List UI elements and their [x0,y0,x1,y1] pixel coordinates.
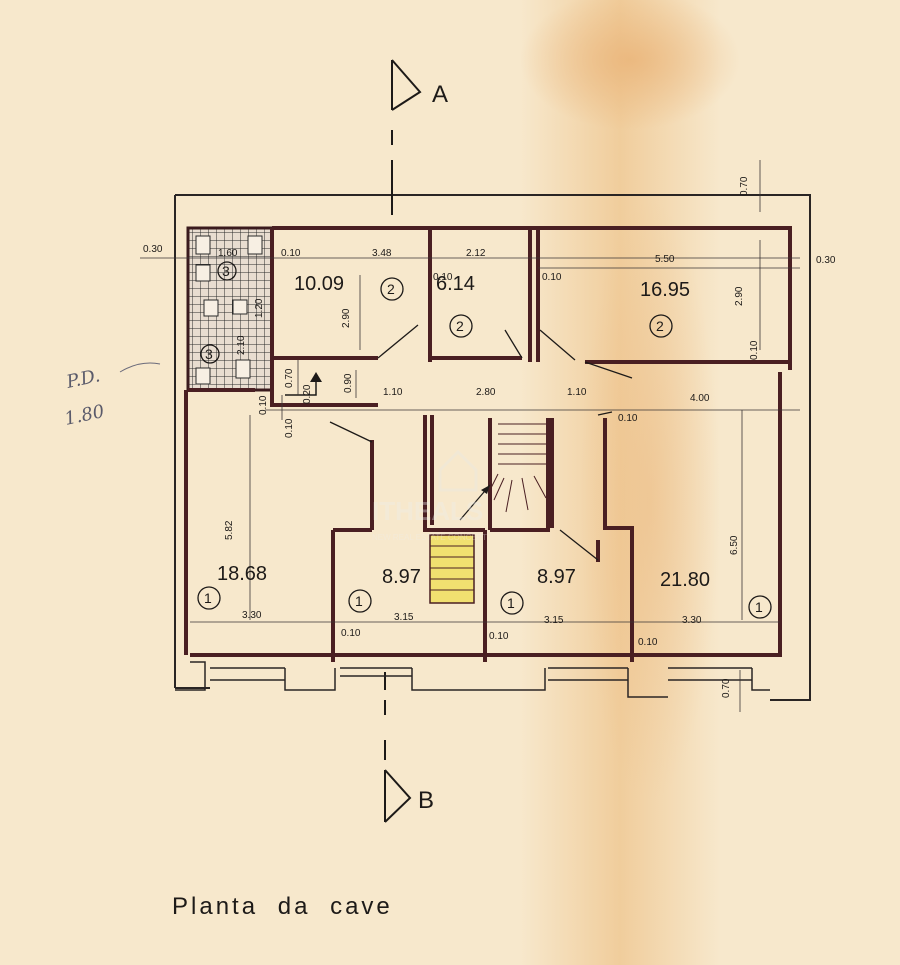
dimension-label: 3.15 [394,612,414,623]
dimension-label: 2.12 [466,248,486,259]
dimension-label: 0.30 [816,255,836,266]
section-line-a [391,59,422,215]
handwritten-stroke [119,362,161,373]
dimension-label: 0.70 [284,368,295,388]
dimension-label: 3.30 [682,615,702,626]
room-area: 18.68 [217,563,267,585]
room-area: 8.97 [382,566,421,588]
room-area: 8.97 [537,566,576,588]
dimension-label: 0.10 [258,395,269,415]
room-code-circles [197,261,772,619]
dimension-labels: 0.10 3.48 0.10 2.12 0.10 5.50 0.30 0.30 … [143,176,836,698]
dimension-label: 1.60 [218,248,238,259]
room-area: 6.14 [436,273,475,295]
dimension-label: 0.10 [618,413,638,424]
room-code: 2 [387,281,395,297]
dimension-label: 2.90 [734,286,745,306]
handwritten-note: P.D. [64,365,102,393]
dimension-label: 0.10 [433,272,453,283]
watermark-subtext: NEW REAL ESTATE CONCEPT [372,533,487,542]
dimension-label: 5.82 [224,520,235,540]
room-code: 2 [656,318,664,334]
room-code: 1 [755,599,763,615]
room-code: 1 [204,590,212,606]
dimension-label: 0.90 [343,373,354,393]
dimension-label: 0.10 [341,628,361,639]
room-code: 3 [222,263,230,279]
walls [184,226,792,662]
dimension-label: 0.30 [143,244,163,255]
dimension-label: 5.50 [655,254,675,265]
section-line-b [384,672,412,823]
section-label-b: B [418,787,434,814]
dimension-label: 0.10 [489,631,509,642]
section-label-a: A [432,81,448,108]
dimension-label: 2.90 [341,308,352,328]
outer-frame [174,194,811,701]
dimension-label: 1.20 [254,298,265,318]
dimension-label: 3.15 [544,615,564,626]
dimension-label: 0.10 [638,637,658,648]
room-area: 10.09 [294,273,344,295]
dimension-label: 0.10 [542,272,562,283]
room-code: 3 [205,346,213,362]
dimension-label: 0.10 [284,418,295,438]
room-code: 1 [355,593,363,609]
handwritten-note: 1.80 [63,401,107,430]
watermark-text: ITHEALS [372,496,483,526]
watermark-logo: ITHEALS NEW REAL ESTATE CONCEPT [372,449,487,542]
dimension-label: 0.70 [739,176,750,196]
dimension-label: 6.50 [729,535,740,555]
dimension-label: 0.70 [721,678,732,698]
room-area: 16.95 [640,279,690,301]
door-swings [329,324,633,561]
dimension-label: 3.48 [372,248,392,259]
stair [285,372,547,604]
dimension-lines [140,160,800,712]
dimension-label: 0.10 [281,248,301,259]
sanitary-fixtures [195,235,263,385]
room-code: 1 [507,595,515,611]
dimension-label: 1.10 [567,387,587,398]
dimension-label: 3.30 [242,610,262,621]
room-area: 21.80 [660,569,710,591]
room-code: 2 [456,318,464,334]
plan-title: Planta da cave [172,893,393,920]
dimension-label: 4.00 [690,393,710,404]
dimension-label: 2.80 [476,387,496,398]
facade-openings [175,661,770,698]
dimension-label: 2.10 [236,335,247,355]
dimension-label: 1.10 [383,387,403,398]
dimension-label: 0.20 [302,384,313,404]
dimension-label: 0.10 [749,340,760,360]
